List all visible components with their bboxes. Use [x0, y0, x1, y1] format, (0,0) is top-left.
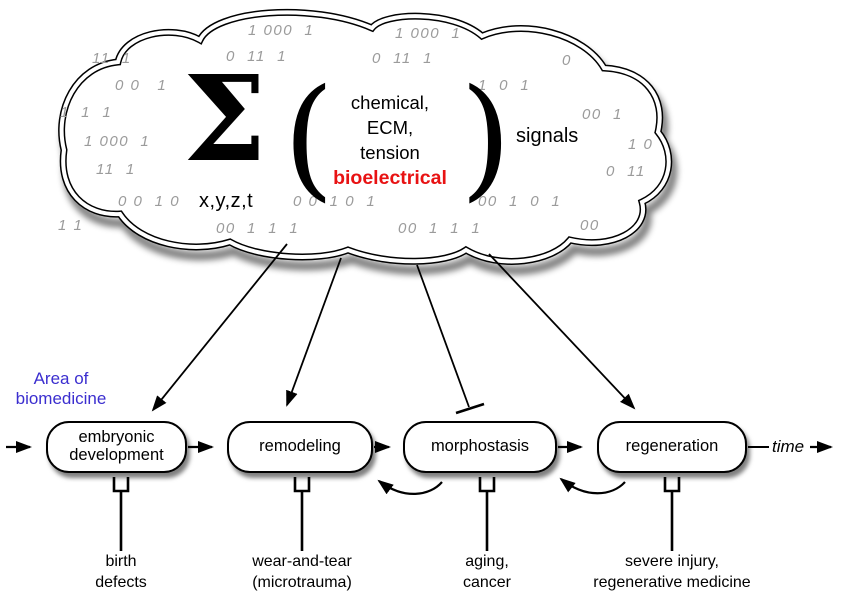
binary-digit: 1 000 1	[248, 22, 315, 39]
binary-digit: 00 1 1 1	[398, 220, 482, 237]
signal-type-ecm: ECM,	[366, 117, 414, 138]
feedback-morphostasis-to-remodeling	[377, 479, 443, 495]
connector-remodeling	[293, 477, 311, 551]
stage-embryonic-development: embryonic development	[46, 421, 187, 473]
annotation-line: (microtrauma)	[252, 574, 352, 591]
open-paren: (	[283, 61, 335, 215]
binary-digit: 0 11	[606, 163, 646, 180]
arrow-cloud-to-morphostasis-tbar	[416, 264, 485, 415]
annotation-line: wear-and-tear	[252, 553, 352, 570]
binary-digit: 00 1 1 1	[216, 220, 300, 237]
arrow-cloud-to-embryonic	[151, 243, 288, 412]
annotation-birth-defects: birth defects	[41, 551, 201, 593]
area-of-biomedicine-label: Area of biomedicine	[15, 369, 107, 408]
binary-digit: 11 1	[92, 50, 132, 67]
sigma-subscript: x,y,z,t	[199, 190, 254, 212]
signal-type-tension: tension	[360, 142, 420, 163]
binary-digit: 1 000 1	[395, 25, 462, 42]
binary-digit: 0 0 1 0 1	[293, 193, 377, 210]
binary-digit: 11 1	[96, 161, 136, 178]
binary-digit: 0 11 1	[226, 48, 287, 65]
binary-digit: 00 1	[582, 106, 623, 123]
annotation-wear-and-tear: wear-and-tear (microtrauma)	[222, 551, 382, 593]
stage-remodeling: remodeling	[227, 421, 373, 473]
arrow-cloud-to-remodeling	[286, 257, 342, 407]
signals-label: signals	[516, 125, 579, 147]
connector-morphostasis	[478, 477, 496, 551]
binary-digit: 0	[562, 52, 572, 69]
binary-digit: 00	[580, 217, 600, 234]
binary-digit: 0 0 1	[115, 77, 168, 94]
stage-morphostasis: morphostasis	[403, 421, 557, 473]
annotation-line: severe injury,	[625, 553, 719, 570]
cloud-outline	[58, 8, 673, 265]
signal-type-chemical: chemical,	[350, 92, 430, 113]
annotation-line: birth	[105, 553, 137, 570]
binary-digit: 1 0 1	[478, 77, 531, 94]
arrow-cloud-to-regeneration	[488, 253, 636, 410]
binary-digit: 0 11 1	[372, 50, 433, 67]
signal-type-bioelectrical: bioelectrical	[333, 167, 447, 189]
connector-embryonic	[112, 477, 130, 551]
binary-digit: 0 0 1 0	[118, 193, 181, 210]
annotation-line: regenerative medicine	[593, 574, 751, 591]
binary-digit: 1 1	[58, 217, 84, 234]
binary-digit: 00 1 0 1	[478, 193, 562, 210]
binary-digit: 1 1 1	[60, 104, 113, 121]
close-paren: )	[460, 61, 512, 215]
annotation-line: cancer	[462, 574, 512, 591]
annotation-aging-cancer: aging, cancer	[407, 551, 567, 593]
binary-digit: 1 000 1	[84, 133, 151, 150]
connector-regeneration	[663, 477, 681, 551]
stage-regeneration: regeneration	[597, 421, 747, 473]
signal-types-list: chemical, ECM, tension bioelectrical	[315, 90, 465, 191]
feedback-regeneration-to-morphostasis	[559, 477, 626, 495]
annotation-line: aging,	[465, 553, 509, 570]
annotation-line: defects	[95, 574, 147, 591]
time-label: time	[772, 437, 805, 456]
binary-digit: 1 0	[628, 136, 654, 153]
annotation-severe-injury: severe injury, regenerative medicine	[572, 551, 772, 593]
sigma-symbol: Σ	[183, 49, 267, 188]
